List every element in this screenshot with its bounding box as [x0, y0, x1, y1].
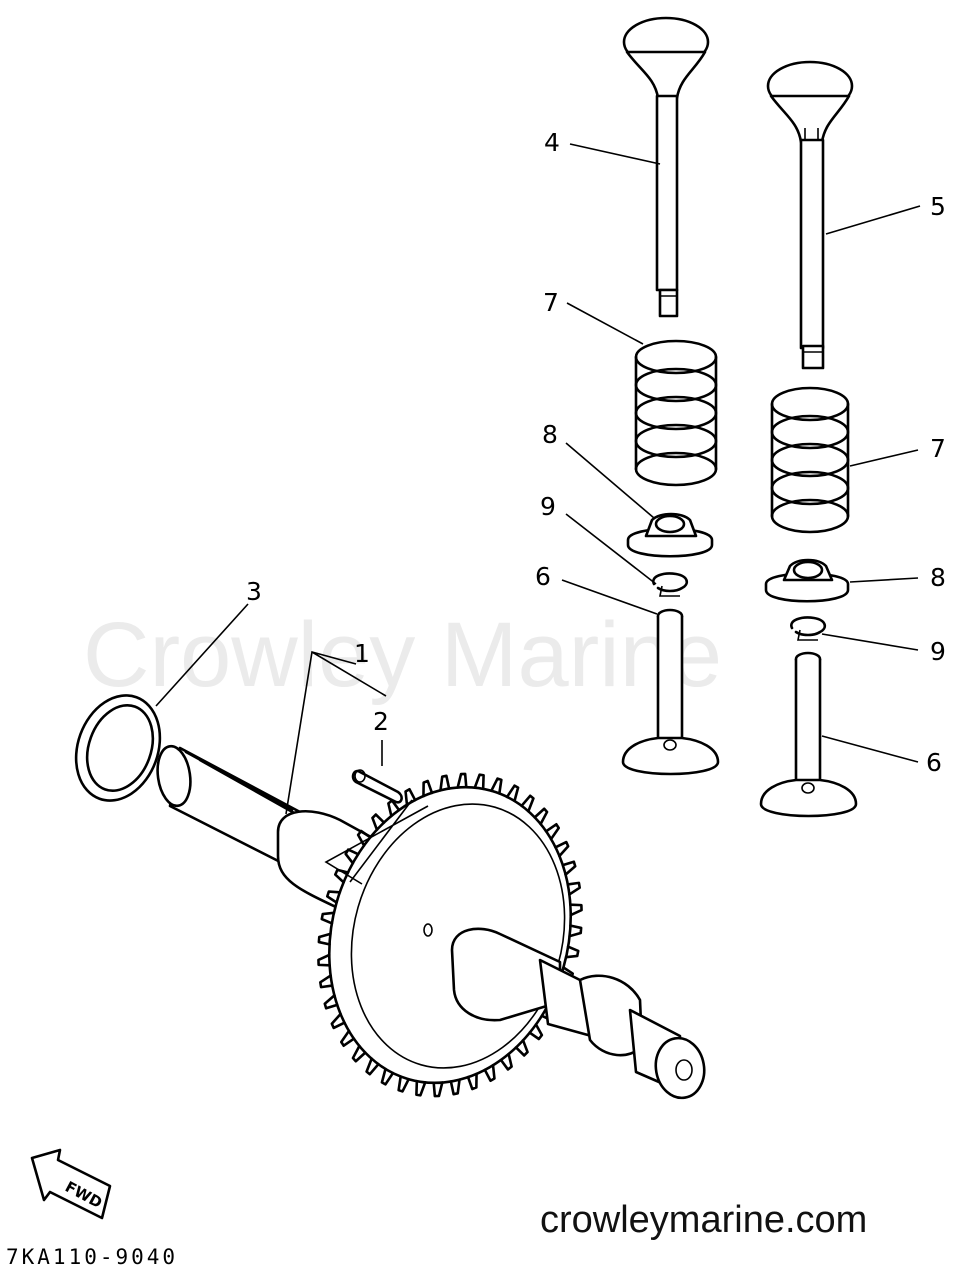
leader-lines [155, 143, 921, 885]
collet-9-right [790, 616, 827, 641]
callout-8-left: 8 [542, 420, 558, 449]
callout-7-right: 7 [930, 434, 946, 463]
pin-2 [351, 769, 403, 804]
valve-5 [766, 60, 854, 370]
callout-2: 2 [373, 707, 389, 736]
callout-9-left: 9 [540, 492, 556, 521]
collet-9-left [652, 572, 689, 597]
spring-7-left [634, 339, 718, 487]
retainer-8-left [626, 512, 714, 558]
oring-3 [74, 694, 162, 802]
callout-6-right: 6 [926, 748, 942, 777]
camshaft-1 [156, 744, 706, 1100]
tappet-6-left [621, 608, 720, 776]
watermark: Crowley Marine [83, 604, 722, 706]
callout-8-right: 8 [930, 563, 946, 592]
website-url: crowleymarine.com [540, 1199, 867, 1241]
callout-1: 1 [354, 639, 370, 668]
tappet-6-right [759, 651, 858, 818]
callout-6-left: 6 [535, 562, 551, 591]
diagram-code: 7KA110-9040 [6, 1245, 178, 1269]
callout-7-left: 7 [543, 288, 559, 317]
retainer-8-right [764, 558, 850, 603]
callout-9-right: 9 [930, 637, 946, 666]
spring-7-right [770, 386, 850, 534]
fwd-arrow-icon: FWD [30, 1148, 112, 1220]
callout-3: 3 [246, 577, 262, 606]
callout-5: 5 [930, 192, 946, 221]
callout-4: 4 [544, 128, 560, 157]
valve-4 [622, 16, 710, 318]
